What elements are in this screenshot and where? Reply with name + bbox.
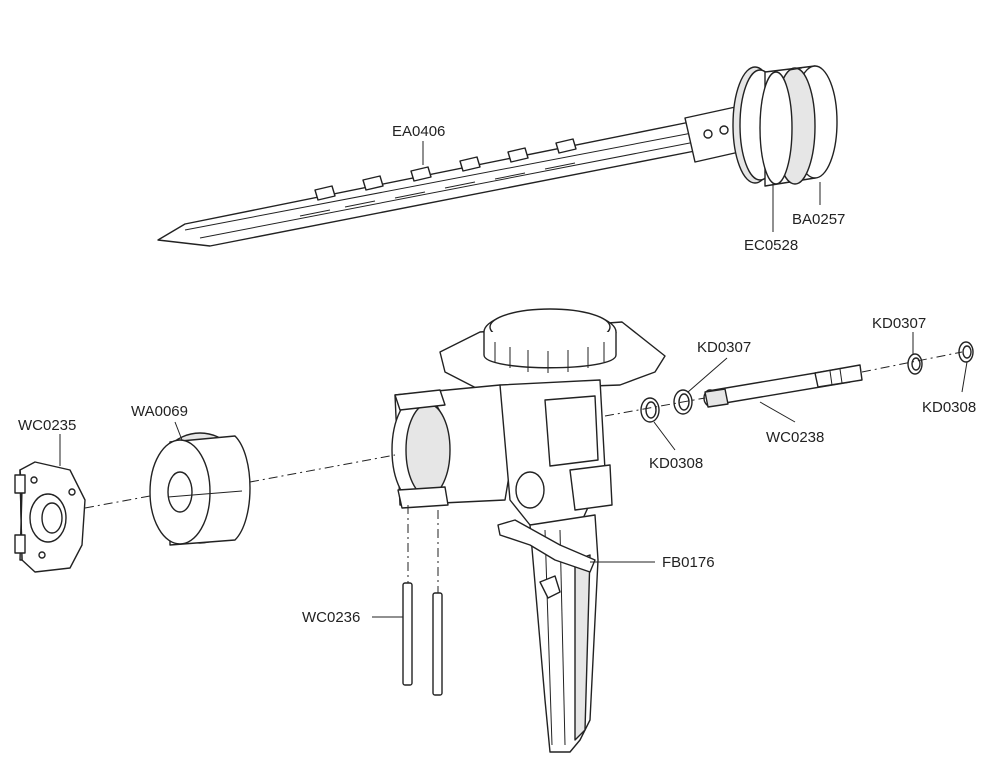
shaft-wc0238	[703, 364, 863, 408]
assembly-axis	[84, 495, 151, 509]
label-wa0069: WA0069	[131, 403, 188, 420]
label-wc0236: WC0236	[302, 609, 360, 626]
label-ea0406: EA0406	[392, 123, 445, 140]
lever-fb0176	[497, 519, 596, 599]
label-wc0235: WC0235	[18, 417, 76, 434]
assembly-axis	[861, 351, 963, 373]
label-fb0176: FB0176	[662, 554, 715, 571]
main-housing	[391, 308, 666, 753]
assembly-axis	[249, 454, 396, 483]
label-ec0528: EC0528	[744, 237, 798, 254]
cap-ba0257	[759, 65, 838, 187]
wheel-wa0069	[149, 432, 251, 546]
label-kd0307-left: KD0307	[697, 339, 751, 356]
washer-kd0308-right	[958, 341, 974, 363]
label-kd0308-right: KD0308	[922, 399, 976, 416]
assembly-axis	[604, 397, 706, 417]
label-wc0238: WC0238	[766, 429, 824, 446]
washer-kd0307-right	[907, 353, 923, 375]
label-kd0307-right: KD0307	[872, 315, 926, 332]
spike-shaft-ea0406	[157, 105, 749, 247]
leader-lines	[59, 141, 968, 618]
flange-plate-wc0235	[14, 461, 86, 573]
pins-wc0236	[402, 505, 443, 696]
washer-kd0308-left	[640, 397, 660, 423]
label-ba0257: BA0257	[792, 211, 845, 228]
label-kd0308-left: KD0308	[649, 455, 703, 472]
